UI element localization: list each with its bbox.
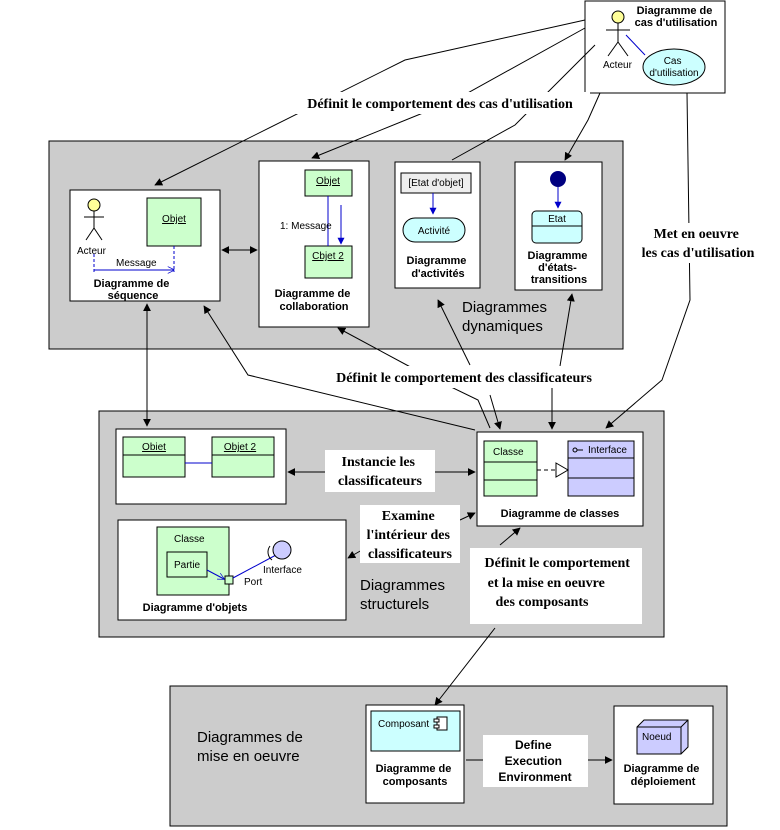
sequence-title: Diagramme de séquence	[94, 278, 173, 302]
composite-class-label: Classe	[174, 534, 205, 545]
activity-object-state-label: [Etat d'objet]	[408, 178, 464, 189]
activity-title: Diagramme d'activités	[407, 255, 470, 280]
component-title: Diagramme de composants	[376, 763, 455, 788]
group-deployment-label: Diagrammes de mise en oeuvre	[197, 729, 307, 765]
node-cube-icon	[636, 719, 689, 755]
part-box-label: Partie	[174, 560, 201, 571]
use-case-actor-label: Acteur	[603, 60, 633, 71]
label-use-case-behavior: Définit le comportement des cas d'utilis…	[307, 97, 573, 112]
sequence-object-label: Objet	[162, 214, 186, 225]
activity-node	[402, 217, 466, 243]
interface-key-icon	[572, 447, 583, 453]
port-icon	[224, 575, 234, 585]
class-diagram-title: Diagramme de classes	[501, 508, 620, 520]
collab-object1-box	[304, 169, 353, 197]
actor-icon	[606, 10, 630, 57]
initial-state-icon	[550, 171, 566, 187]
collab-object2-box	[304, 245, 353, 279]
node-label: Noeud	[642, 732, 671, 743]
use-case-ellipse	[642, 48, 706, 86]
sequence-message-label: Message	[116, 258, 157, 269]
sequence-diagram: Acteur Objet Message Diagramme de séquen…	[69, 189, 221, 302]
part-box	[166, 551, 208, 578]
composite-title: Diagramme d'objets	[143, 602, 248, 614]
deployment-diagram: Noeud Diagramme de déploiement	[613, 705, 714, 805]
activity-node-label: Activité	[418, 226, 451, 237]
group-dynamic-label: Diagrammes dynamiques	[462, 299, 551, 335]
state-diagram: Etat Diagramme d'états- transitions	[514, 161, 603, 291]
collaboration-diagram: Objet Cbjet 2 1: Message Diagramme de co…	[258, 160, 370, 328]
label-examine: Examine l'intérieur des classificateurs	[367, 509, 454, 562]
class-box	[483, 440, 538, 497]
use-case-diagram: Diagramme de cas d'utilisation Acteur Ca…	[584, 0, 726, 94]
component-icon	[433, 716, 448, 731]
composite-diagram: Classe Partie Interface Port Diagramme d…	[117, 519, 347, 621]
group-structural-label: Diagrammes structurels	[360, 577, 449, 613]
provided-interface-icon	[272, 540, 292, 560]
label-instantiate: Instancie les classificateurs	[338, 455, 423, 489]
collaboration-title: Diagramme de collaboration	[275, 288, 354, 313]
composite-interface-label: Interface	[263, 565, 302, 576]
interface-box-label: Interface	[588, 445, 627, 456]
actor-icon	[84, 198, 104, 241]
activity-object-state-box	[400, 172, 472, 194]
collab-object2-label: Cbjet 2	[312, 251, 344, 262]
class-box-label: Classe	[493, 447, 524, 458]
use-case-ellipse-label: Cas d'utilisation	[649, 56, 698, 79]
use-case-title: Diagramme de cas d'utilisation	[635, 5, 718, 29]
component-box-label: Composant	[378, 719, 429, 730]
connectors	[143, 19, 691, 764]
state-title: Diagramme d'états- transitions	[528, 250, 591, 286]
instance-object1-box	[122, 436, 186, 478]
state-box-label: Etat	[548, 214, 566, 225]
collab-message-label: 1: Message	[280, 221, 332, 232]
component-diagram: Composant Diagramme de composants	[365, 704, 465, 804]
object-instances-diagram: Obiet Objet 2	[115, 428, 287, 505]
label-define-env: Define Execution Environment	[498, 738, 571, 784]
label-implements-use-cases: Met en oeuvre les cas d'utilisation	[642, 227, 755, 261]
state-box	[531, 210, 583, 244]
realization-triangle	[555, 462, 569, 478]
deployment-title: Diagramme de déploiement	[624, 763, 703, 788]
sequence-actor-label: Acteur	[77, 246, 107, 257]
label-classifier-behavior: Définit le comportement des classificate…	[336, 371, 592, 386]
composite-port-label: Port	[244, 577, 263, 588]
sequence-object-box	[146, 197, 202, 247]
activity-diagram: [Etat d'objet] Activité Diagramme d'acti…	[394, 161, 481, 289]
class-diagram: Classe Interface Diagramme de classes	[476, 431, 644, 527]
instance-object2-box	[211, 436, 275, 478]
instance-object1-label: Obiet	[142, 442, 166, 453]
label-component-behavior: Définit le comportement et la mise en oe…	[485, 556, 634, 610]
collab-object1-label: Objet	[316, 176, 340, 187]
instance-object2-label: Objet 2	[224, 442, 257, 453]
